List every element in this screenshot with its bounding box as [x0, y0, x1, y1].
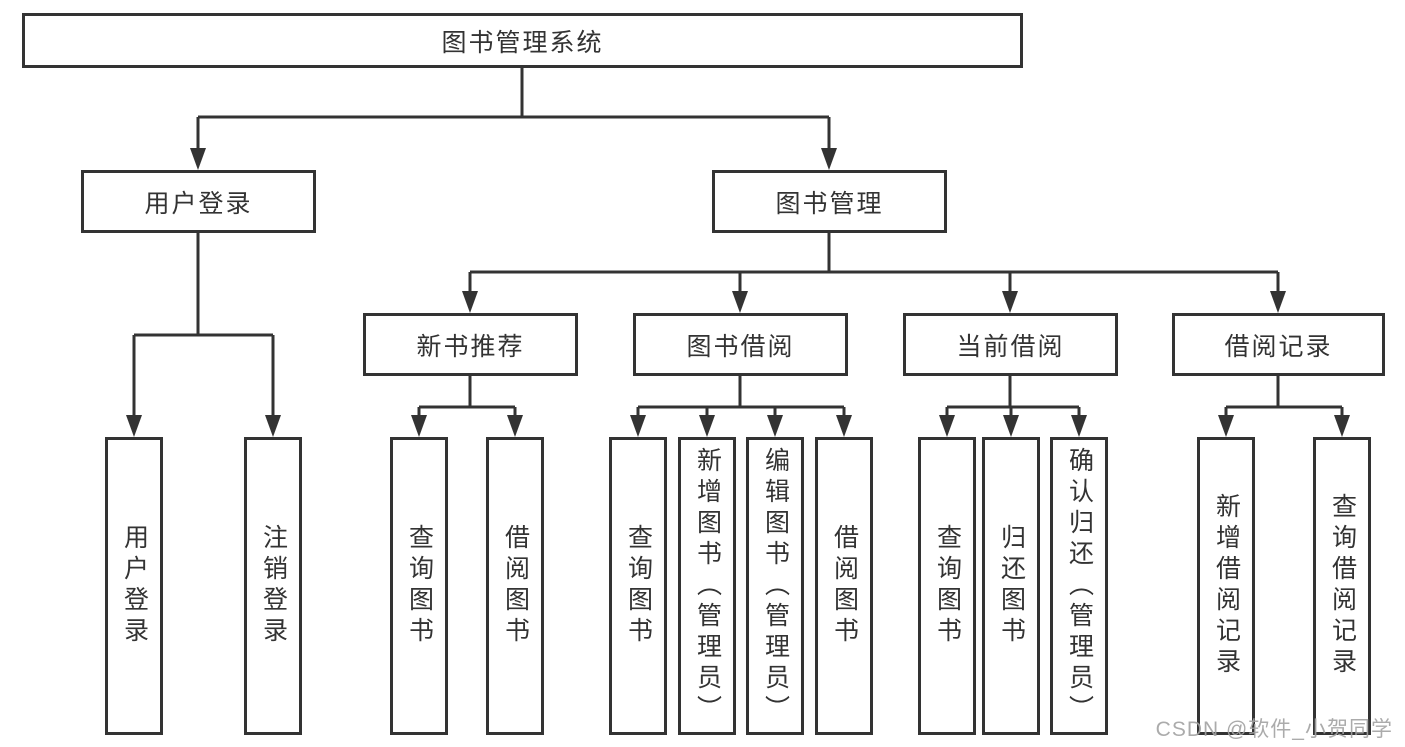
- leaf-label: 查询图书: [933, 524, 962, 648]
- node-label: 当前借阅: [956, 332, 1065, 361]
- leaf-recommend-borrow-books: 借阅图书: [486, 437, 544, 735]
- leaf-borrowing-borrow-books: 借阅图书: [815, 437, 873, 735]
- node-borrowing-records: 借阅记录: [1172, 313, 1385, 376]
- leaf-label: 注销登录: [259, 524, 288, 648]
- node-label: 借阅记录: [1224, 332, 1333, 361]
- leaf-label: 借阅图书: [501, 524, 530, 648]
- leaf-current-query-books: 查询图书: [918, 437, 976, 735]
- node-label: 新书推荐: [416, 332, 525, 361]
- leaf-recommend-query-books: 查询图书: [390, 437, 448, 735]
- csdn-watermark: CSDN @软件_小贺同学: [1155, 718, 1393, 741]
- node-user-login-branch: 用户登录: [81, 170, 316, 233]
- node-root-system: 图书管理系统: [22, 13, 1023, 68]
- leaf-logout: 注销登录: [244, 437, 302, 735]
- leaf-label: 借阅图书: [830, 524, 859, 648]
- leaf-label: 归还图书: [997, 524, 1026, 648]
- node-book-borrowing: 图书借阅: [633, 313, 848, 376]
- node-book-management: 图书管理: [712, 170, 947, 233]
- leaf-borrowing-add-books-admin: 新增图书（管理员）: [678, 437, 736, 735]
- leaf-label: 确认归还（管理员）: [1065, 446, 1094, 726]
- leaf-label: 查询借阅记录: [1328, 493, 1357, 679]
- leaf-current-return-books: 归还图书: [982, 437, 1040, 735]
- node-label: 图书管理系统: [441, 28, 604, 57]
- leaf-label: 新增图书（管理员）: [693, 446, 722, 726]
- leaf-label: 查询图书: [405, 524, 434, 648]
- leaf-records-add-record: 新增借阅记录: [1197, 437, 1255, 735]
- leaf-label: 用户登录: [120, 524, 149, 648]
- node-label: 图书管理: [775, 189, 884, 218]
- node-new-book-recommend: 新书推荐: [363, 313, 578, 376]
- leaf-borrowing-edit-books-admin: 编辑图书（管理员）: [746, 437, 804, 735]
- leaf-records-query-record: 查询借阅记录: [1313, 437, 1371, 735]
- node-current-borrowing: 当前借阅: [903, 313, 1118, 376]
- leaf-label: 编辑图书（管理员）: [761, 446, 790, 726]
- leaf-user-login: 用户登录: [105, 437, 163, 735]
- leaf-label: 查询图书: [624, 524, 653, 648]
- leaf-borrowing-query-books: 查询图书: [609, 437, 667, 735]
- leaf-current-confirm-return-admin: 确认归还（管理员）: [1050, 437, 1108, 735]
- node-label: 用户登录: [144, 189, 253, 218]
- leaf-label: 新增借阅记录: [1212, 493, 1241, 679]
- node-label: 图书借阅: [686, 332, 795, 361]
